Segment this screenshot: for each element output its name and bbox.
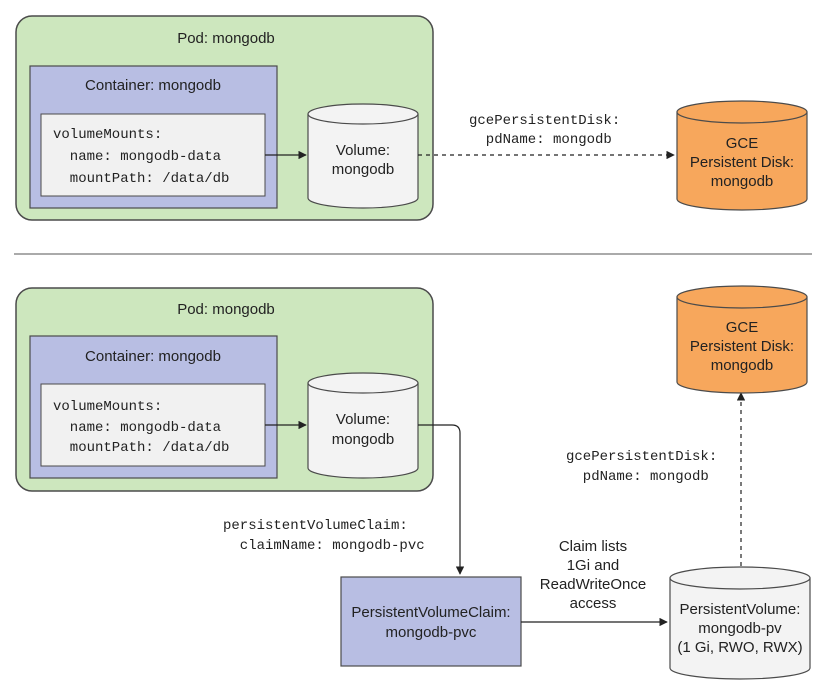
bottom-gce-cylinder: [676, 285, 808, 394]
top-link-label-2: pdName: mongodb: [469, 132, 612, 148]
top-gce-label-3: mongodb: [711, 173, 774, 190]
top-gce-cylinder: [676, 100, 808, 211]
bottom-container-title: Container: mongodb: [85, 348, 221, 365]
pvc-box: [340, 576, 522, 667]
top-pod-title: Pod: mongodb: [177, 30, 275, 47]
pvc-label-1: PersistentVolumeClaim:: [351, 604, 510, 621]
pvc-ref-label-1: persistentVolumeClaim:: [223, 518, 408, 534]
gce-ref-label-1: gcePersistentDisk:: [566, 449, 717, 465]
claim-note-3: ReadWriteOnce: [540, 576, 646, 593]
pv-label-3: (1 Gi, RWO, RWX): [677, 639, 802, 656]
bottom-gce-label-2: Persistent Disk:: [690, 338, 794, 355]
top-link-label-1: gcePersistentDisk:: [469, 113, 620, 129]
pv-label-2: mongodb-pv: [698, 620, 782, 637]
claim-note-1: Claim lists: [559, 538, 627, 555]
top-container-title: Container: mongodb: [85, 77, 221, 94]
claim-note-4: access: [570, 595, 617, 612]
bottom-code-line-3: mountPath: /data/db: [53, 440, 229, 456]
top-volume-label-1: Volume:: [336, 142, 390, 159]
volume-to-pvc-arrow: [418, 424, 465, 575]
pv-label-1: PersistentVolume:: [680, 601, 801, 618]
bottom-gce-label-3: mongodb: [711, 357, 774, 374]
top-code-line-2: name: mongodb-data: [53, 149, 221, 165]
pv-cylinder: [669, 566, 811, 680]
claim-note-2: 1Gi and: [567, 557, 620, 574]
top-gce-label-1: GCE: [726, 135, 759, 152]
bottom-volume-label-2: mongodb: [332, 431, 395, 448]
top-gce-label-2: Persistent Disk:: [690, 154, 794, 171]
top-diagram: Pod: mongodb Container: mongodb volumeMo…: [15, 15, 808, 221]
bottom-pod-title: Pod: mongodb: [177, 301, 275, 318]
top-code-box: [40, 113, 266, 197]
bottom-gce-label-1: GCE: [726, 319, 759, 336]
gce-ref-label-2: pdName: mongodb: [566, 469, 709, 485]
top-volume-cylinder: [307, 103, 419, 209]
bottom-volume-cylinder: [307, 372, 419, 479]
bottom-diagram: Pod: mongodb Container: mongodb volumeMo…: [15, 285, 811, 680]
bottom-code-line-1: volumeMounts:: [53, 399, 162, 415]
bottom-volume-label-1: Volume:: [336, 411, 390, 428]
pvc-label-2: mongodb-pvc: [386, 624, 477, 641]
bottom-code-box: [40, 383, 266, 467]
top-code-line-1: volumeMounts:: [53, 127, 162, 143]
top-code-line-3: mountPath: /data/db: [53, 171, 229, 187]
pvc-ref-label-2: claimName: mongodb-pvc: [223, 538, 425, 554]
bottom-code-line-2: name: mongodb-data: [53, 420, 221, 436]
top-volume-label-2: mongodb: [332, 161, 395, 178]
